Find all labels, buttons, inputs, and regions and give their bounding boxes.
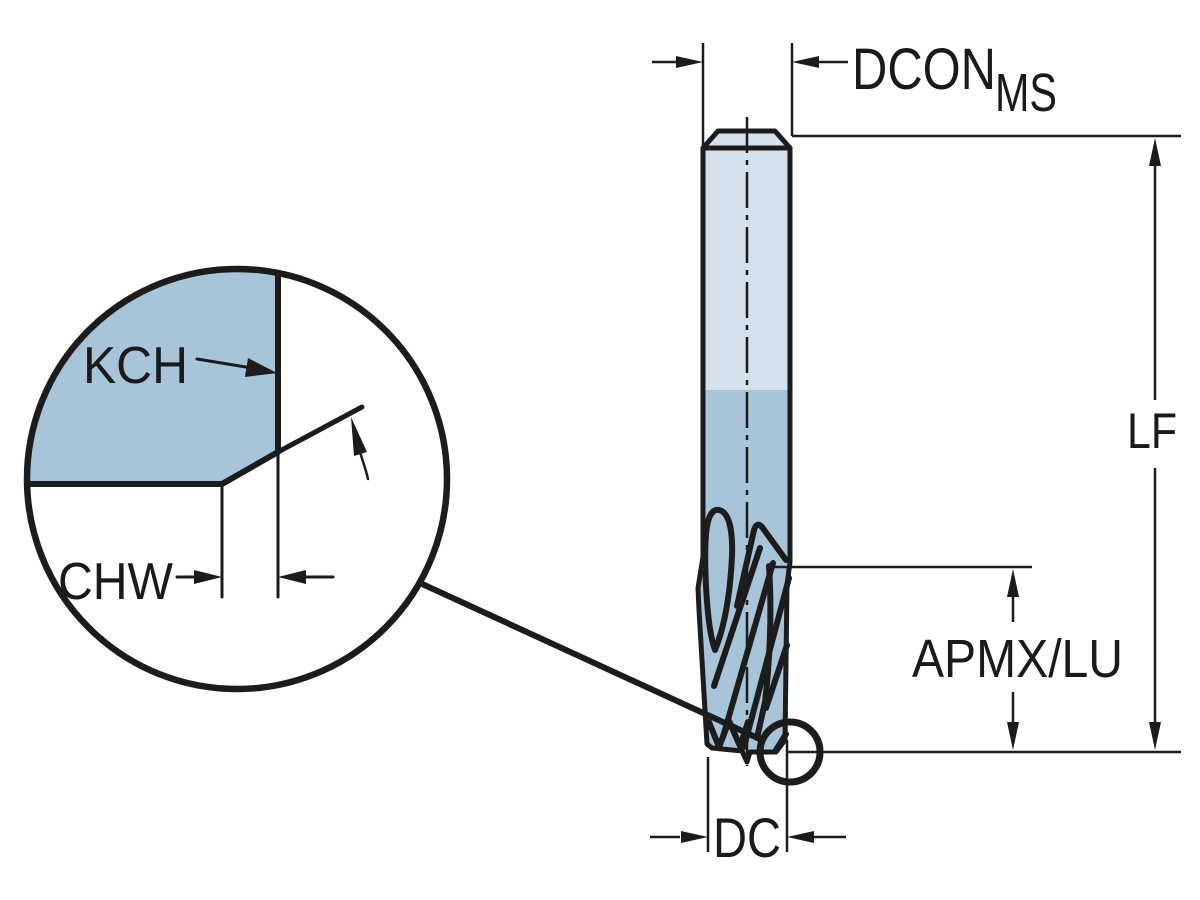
dimension-lines [650,43,1181,852]
detail-view [23,265,451,693]
magnifier-connector-line [417,580,765,743]
end-teeth [706,718,751,750]
flute-helix-4 [763,642,790,711]
apmx-arrowhead-up [1007,569,1019,597]
apmx-lu-label: APMX/LU [912,629,1123,689]
detail-arrowheads [194,358,367,584]
flute-helix-3 [741,575,792,750]
edge-pointer-tail [358,450,370,481]
chw-label: CHW [58,553,173,611]
dcon-arrowhead-right [792,56,819,68]
dc-arrowhead-left [681,831,708,843]
detail-edge-line [275,404,365,455]
flute-helix-2 [720,560,776,740]
detail-corner-profile [24,270,281,487]
apmx-arrowhead-down [1007,722,1019,750]
dcon-arrowhead-left [676,56,703,68]
flute-detail-lines [702,506,792,753]
lf-arrowhead-up [1149,138,1161,166]
dcon-label: DCON [852,37,996,102]
tool-outline [695,128,793,765]
dc-label: DC [713,806,781,869]
dc-arrowhead-right [787,831,814,843]
flute-helix-1 [711,545,763,689]
chw-arrowhead-right [278,570,306,584]
detail-chamfer-fill [26,268,278,484]
kch-label: KCH [83,337,188,395]
dimension-arrowheads [676,56,1161,843]
lf-arrowhead-down [1149,722,1161,750]
dcon-subscript-label: MS [995,63,1057,123]
detail-circle [23,265,451,693]
dimension-labels: DCON MS LF APMX/LU DC KCH CHW [58,37,1177,869]
lf-label: LF [1127,403,1177,459]
kch-arrowhead [245,358,277,377]
kch-arrow-line [195,357,254,370]
edge-pointer-arrowhead [351,417,367,456]
chw-arrowhead-left [194,570,222,584]
flute-peak [734,521,789,609]
corner-chamfer-line [773,731,789,753]
flute-lobe [702,506,736,653]
detail-profile-lines [24,270,370,599]
